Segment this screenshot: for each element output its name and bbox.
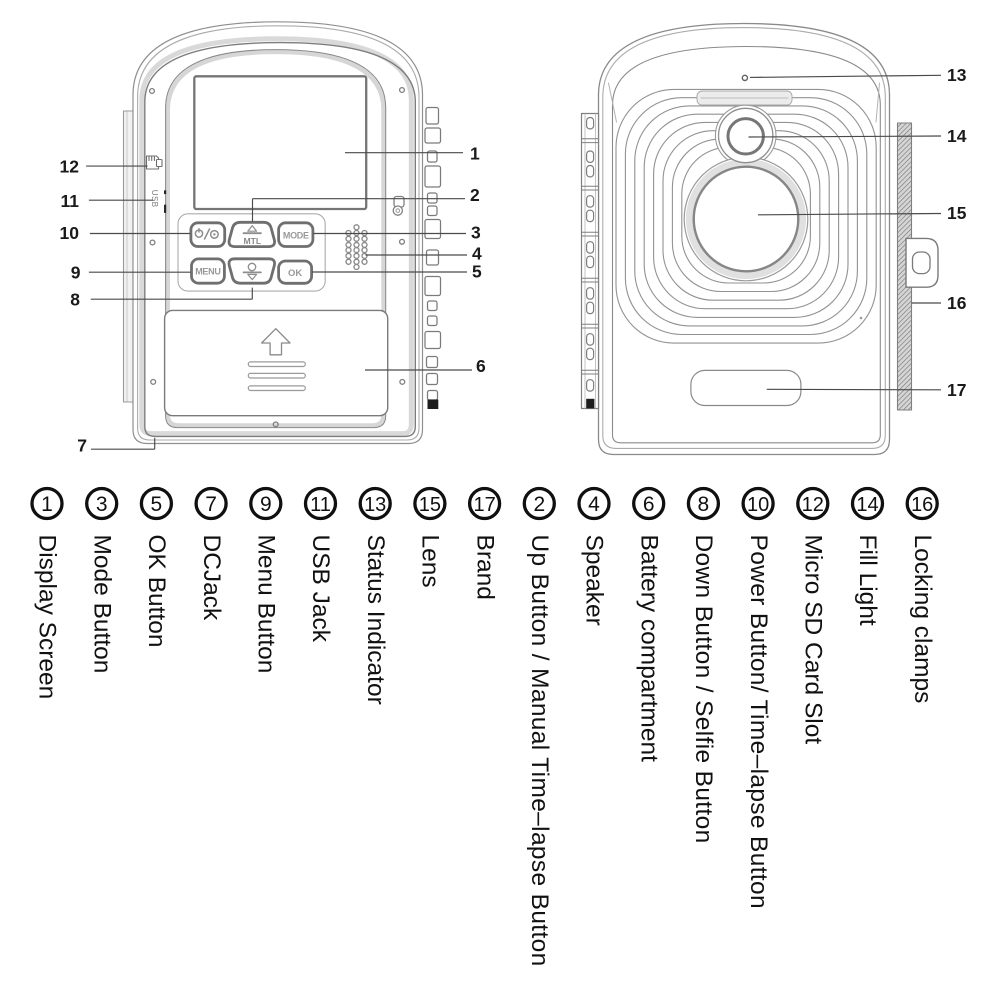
svg-text:4: 4 [472,244,482,264]
svg-text:Menu Button: Menu Button [253,535,280,674]
svg-text:3: 3 [96,493,108,516]
svg-text:16: 16 [947,293,967,313]
svg-text:Locking clamps: Locking clamps [909,535,936,704]
svg-text:2: 2 [470,185,480,205]
svg-text:5: 5 [472,262,482,282]
svg-text:1: 1 [41,493,53,516]
svg-text:6: 6 [643,493,655,516]
svg-text:OK Button: OK Button [143,535,170,648]
svg-text:5: 5 [151,493,163,516]
svg-text:15: 15 [947,203,967,223]
svg-text:MENU: MENU [195,267,220,277]
svg-text:Up Button / Manual Time–lapse: Up Button / Manual Time–lapse Button [526,535,553,967]
svg-text:1: 1 [470,144,480,164]
svg-text:Micro SD Card Slot: Micro SD Card Slot [800,535,827,745]
svg-text:7: 7 [77,436,87,456]
svg-text:13: 13 [364,494,386,516]
svg-text:17: 17 [947,380,966,400]
svg-text:Brand: Brand [471,535,498,600]
svg-text:USB Jack: USB Jack [307,535,334,643]
svg-text:8: 8 [698,493,710,516]
svg-text:Down Button / Selfie Button: Down Button / Selfie Button [690,535,717,844]
svg-text:10: 10 [747,494,769,516]
svg-text:Battery compartment: Battery compartment [635,535,662,763]
svg-text:14: 14 [856,494,878,516]
svg-text:MTL: MTL [243,236,261,246]
svg-text:11: 11 [61,191,80,211]
svg-text:Power Button/ Time–lapse Butto: Power Button/ Time–lapse Button [745,535,772,909]
svg-text:USB: USB [150,190,159,208]
svg-text:7: 7 [205,493,217,516]
svg-text:12: 12 [60,157,80,177]
svg-text:9: 9 [260,493,272,516]
svg-text:MODE: MODE [283,230,309,240]
svg-text:OK: OK [288,268,302,279]
svg-text:13: 13 [947,65,967,85]
svg-text:DCJack: DCJack [198,535,225,622]
svg-text:6: 6 [476,356,486,376]
svg-text:17: 17 [473,494,495,516]
svg-text:3: 3 [471,223,481,243]
svg-text:12: 12 [802,494,824,516]
svg-text:10: 10 [60,223,80,243]
svg-text:9: 9 [71,263,81,283]
svg-text:Mode Button: Mode Button [88,535,115,674]
svg-text:14: 14 [947,126,967,146]
svg-text:8: 8 [70,290,80,310]
svg-text:Fill Light: Fill Light [854,535,881,626]
svg-text:16: 16 [911,494,933,516]
svg-text:11: 11 [310,494,331,516]
svg-text:Speaker: Speaker [581,535,608,626]
svg-text:Lens: Lens [417,535,444,588]
svg-text:4: 4 [588,493,600,516]
svg-text:Status Indicator: Status Indicator [362,535,389,705]
svg-text:15: 15 [419,494,441,516]
svg-text:2: 2 [533,493,545,516]
svg-text:Display Screen: Display Screen [34,535,61,700]
